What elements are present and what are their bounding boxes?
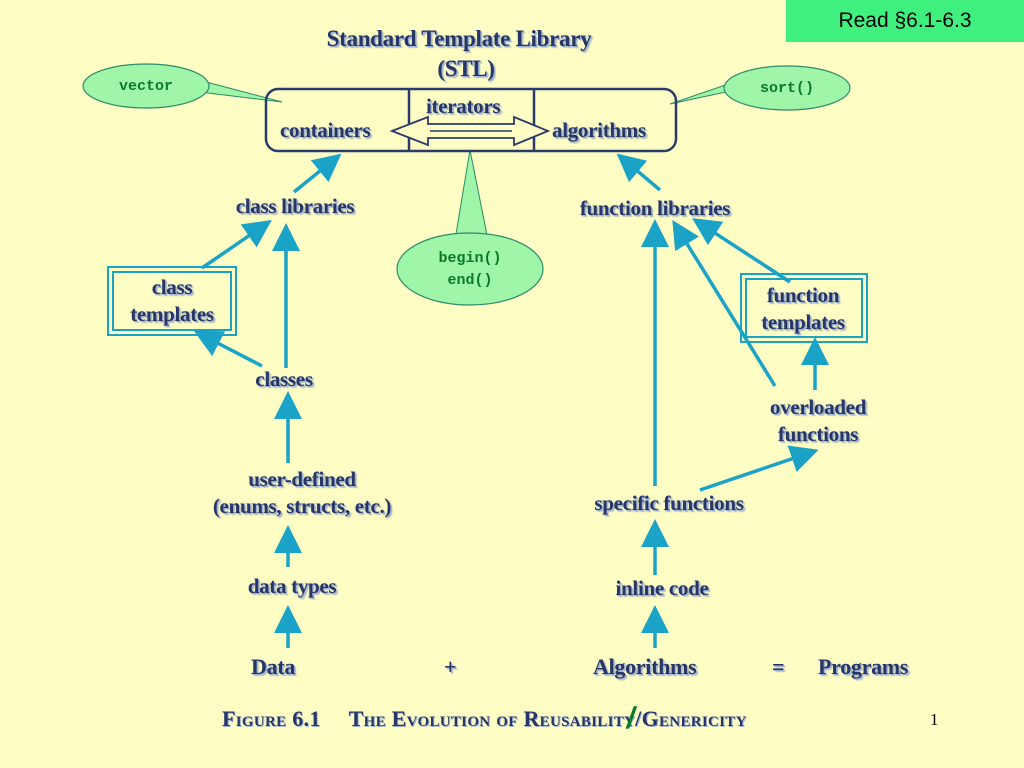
stl-containers-label: containers <box>280 118 371 142</box>
inline-code-label: inline code <box>615 576 709 600</box>
read-note-badge: Read §6.1-6.3 <box>786 0 1024 42</box>
equation-algorithms: Algorithms <box>593 654 697 679</box>
equation-programs: Programs <box>818 654 909 679</box>
page-number: 1 <box>930 710 939 729</box>
callout-sort <box>669 65 851 111</box>
data-types-label: data types <box>247 574 337 598</box>
stl-box <box>264 87 678 153</box>
stl-algorithms-label: algorithms <box>552 118 646 142</box>
class-templates-box <box>107 266 237 336</box>
callout-begin-end <box>396 149 544 306</box>
diagram-title: Standard Template Library <box>326 26 592 51</box>
callout-begin-text: begin() <box>438 250 502 267</box>
class-libraries-label: class libraries <box>235 194 355 218</box>
classes-label: classes <box>255 367 313 391</box>
function-libraries-label: function libraries <box>579 196 731 220</box>
class-templates-label: class templates <box>130 275 214 326</box>
callout-sort-text: sort() <box>759 80 814 97</box>
equation-plus: + <box>444 654 457 679</box>
specific-functions-label: specific functions <box>594 491 744 515</box>
figure-caption: Figure 6.1 The Evolution of Reusability/G… <box>222 706 747 732</box>
callout-end-text: end() <box>447 272 493 289</box>
equation-data: Data <box>251 654 296 679</box>
overloaded-functions-label: overloaded functions <box>769 395 867 446</box>
figure-title: The Evolution of Reusability/Genericity <box>348 706 747 731</box>
diagram-arrows <box>193 153 829 648</box>
callout-vector <box>82 63 283 109</box>
equation-equals: = <box>772 654 785 679</box>
function-templates-label: function templates <box>761 283 845 334</box>
figure-number: Figure 6.1 <box>222 706 321 731</box>
user-defined-label: user-defined (enums, structs, etc.) <box>212 467 392 518</box>
stl-iterators-label: iterators <box>426 94 501 118</box>
diagram-subtitle: (STL) <box>437 56 495 81</box>
callout-vector-text: vector <box>118 78 173 95</box>
